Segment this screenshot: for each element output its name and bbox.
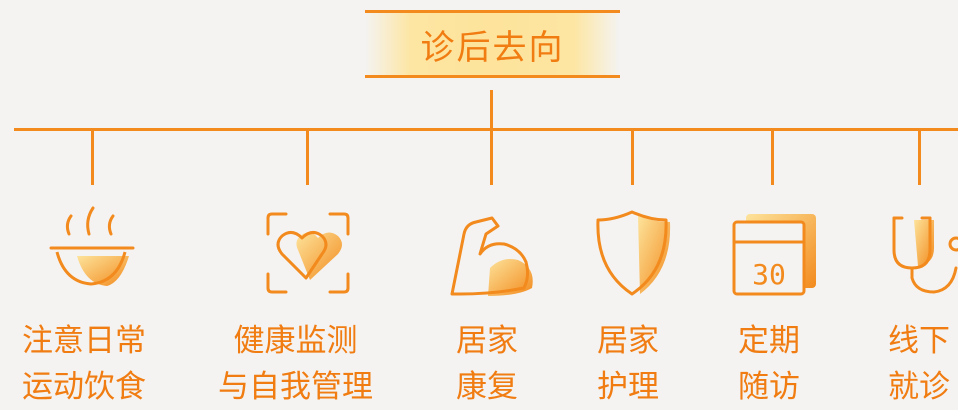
- child-label-5: 定期 随访: [738, 318, 800, 410]
- heart-monitor-icon: [266, 212, 350, 294]
- branch-connector-4: [631, 131, 634, 185]
- svg-text:30: 30: [752, 258, 786, 291]
- child-label-2: 健康监测 与自我管理: [218, 318, 373, 410]
- child-label-4: 居家 护理: [597, 318, 659, 410]
- branch-connector-5: [771, 131, 774, 185]
- root-connector: [490, 90, 493, 132]
- child-label-5-line2: 随访: [738, 369, 800, 405]
- child-label-6: 线下 就诊: [888, 318, 950, 410]
- arm-muscle-icon: [450, 216, 533, 296]
- child-label-6-line2: 就诊: [888, 369, 950, 405]
- branch-connector-1: [91, 131, 94, 185]
- child-label-2-line1: 健康监测: [233, 323, 358, 359]
- bowl-icon: [49, 206, 135, 286]
- root-node: 诊后去向: [365, 10, 620, 78]
- child-label-4-line1: 居家: [597, 323, 659, 359]
- root-title: 诊后去向: [420, 27, 565, 68]
- child-label-3: 居家 康复: [456, 318, 518, 410]
- child-label-2-line2: 与自我管理: [218, 369, 373, 405]
- child-label-3-line2: 康复: [456, 369, 518, 405]
- shield-icon: [596, 210, 671, 296]
- child-label-6-line1: 线下: [888, 323, 950, 359]
- child-label-1: 注意日常 运动饮食: [22, 318, 146, 410]
- branch-connector-6: [918, 131, 921, 185]
- horizontal-connector: [14, 128, 958, 131]
- branch-connector-2: [306, 131, 309, 185]
- child-label-5-line1: 定期: [738, 323, 800, 359]
- child-label-1-line1: 注意日常: [22, 323, 146, 359]
- child-label-3-line1: 居家: [456, 323, 518, 359]
- child-label-4-line2: 护理: [597, 369, 659, 405]
- child-label-1-line2: 运动饮食: [22, 369, 146, 405]
- stethoscope-icon: [892, 216, 958, 294]
- branch-connector-3: [490, 131, 493, 185]
- calendar-icon: 30: [732, 214, 816, 296]
